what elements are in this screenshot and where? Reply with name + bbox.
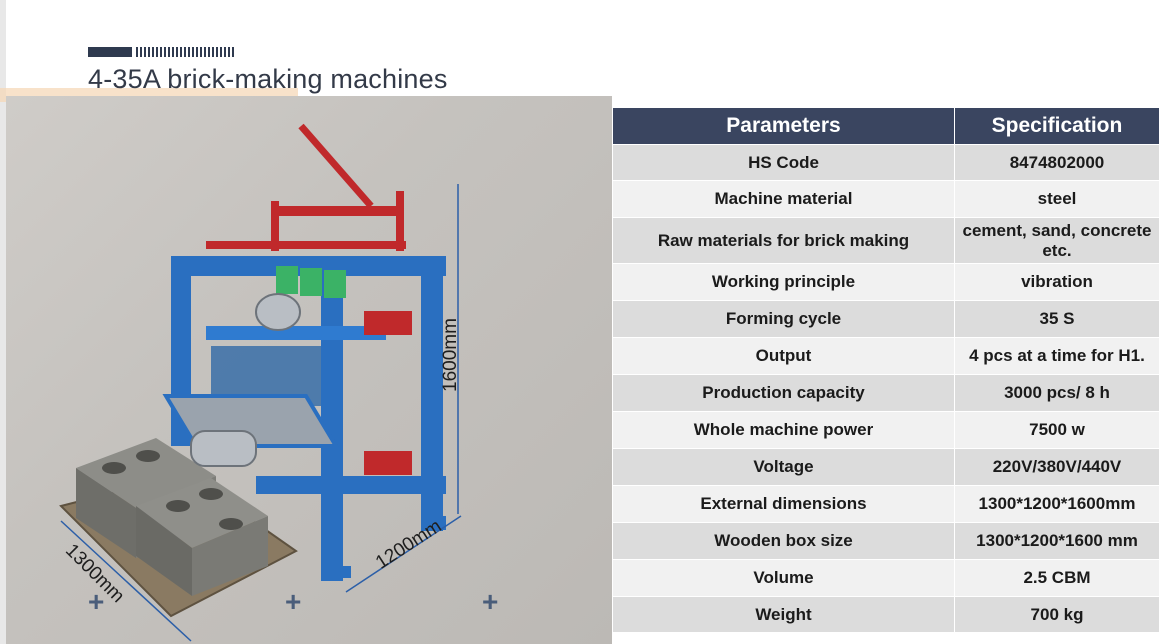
table-row: Voltage 220V/380V/440V [612, 448, 1160, 486]
param-cell: Raw materials for brick making [612, 217, 955, 264]
spec-cell: 700 kg [954, 596, 1160, 633]
table-row: Forming cycle 35 S [612, 300, 1160, 338]
param-cell: Voltage [612, 448, 955, 486]
table-row: Weight 700 kg [612, 596, 1160, 633]
title-decoration-bar [88, 47, 132, 57]
plus-icon: + [88, 586, 105, 617]
table-row: Production capacity 3000 pcs/ 8 h [612, 374, 1160, 412]
machine-frame [162, 256, 446, 581]
spec-cell: 4 pcs at a time for H1. [954, 337, 1160, 375]
param-cell: External dimensions [612, 485, 955, 523]
spec-cell: 3000 pcs/ 8 h [954, 374, 1160, 412]
machine-photo [6, 96, 612, 644]
table-row: Wooden box size 1300*1200*1600 mm [612, 522, 1160, 560]
table-row: External dimensions 1300*1200*1600mm [612, 485, 1160, 523]
machine-illustration [59, 123, 462, 642]
spec-table: Parameters Specification HS Code 8474802… [612, 107, 1160, 633]
title-area: 4-35A brick-making machines [88, 46, 448, 96]
param-cell: Production capacity [612, 374, 955, 412]
spec-table-container: Parameters Specification HS Code 8474802… [612, 107, 1160, 633]
param-cell: Weight [612, 596, 955, 633]
table-row: HS Code 8474802000 [612, 144, 1160, 181]
spec-cell: steel [954, 180, 1160, 218]
header-specification: Specification [954, 107, 1160, 145]
param-cell: Machine material [612, 180, 955, 218]
title-decoration [88, 46, 448, 58]
table-row: Output 4 pcs at a time for H1. [612, 337, 1160, 375]
plus-icon: + [482, 586, 499, 617]
param-cell: Forming cycle [612, 300, 955, 338]
red-lever-and-rails [206, 123, 412, 475]
table-row: Working principle vibration [612, 263, 1160, 301]
table-row: Whole machine power 7500 w [612, 411, 1160, 449]
param-cell: Output [612, 337, 955, 375]
table-header-row: Parameters Specification [612, 107, 1160, 145]
length-arrow [60, 520, 192, 642]
page-title: 4-35A brick-making machines [88, 64, 448, 94]
title-decoration-ticks [136, 47, 236, 57]
height-dimension-label: 1600mm [440, 318, 461, 392]
spec-cell: 1300*1200*1600mm [954, 485, 1160, 523]
spec-cell: 1300*1200*1600 mm [954, 522, 1160, 560]
param-cell: HS Code [612, 144, 955, 181]
page-left-edge [0, 0, 6, 644]
param-cell: Whole machine power [612, 411, 955, 449]
header-parameters: Parameters [612, 107, 955, 145]
spec-cell: 8474802000 [954, 144, 1160, 181]
param-cell: Working principle [612, 263, 955, 301]
table-row: Raw materials for brick making cement, s… [612, 217, 1160, 264]
spec-cell: cement, sand, concrete etc. [954, 217, 1160, 264]
control-boxes [276, 266, 346, 298]
param-cell: Volume [612, 559, 955, 597]
spec-cell: 35 S [954, 300, 1160, 338]
spec-cell: 220V/380V/440V [954, 448, 1160, 486]
vibration-motor-top [255, 293, 301, 331]
spec-cell: 7500 w [954, 411, 1160, 449]
table-row: Machine material steel [612, 180, 1160, 218]
table-row: Volume 2.5 CBM [612, 559, 1160, 597]
width-arrow [345, 515, 462, 593]
plus-icon: + [285, 586, 302, 617]
concrete-blocks [76, 438, 268, 596]
spec-cell: vibration [954, 263, 1160, 301]
param-cell: Wooden box size [612, 522, 955, 560]
vibration-motor-bottom [190, 430, 257, 467]
spec-cell: 2.5 CBM [954, 559, 1160, 597]
